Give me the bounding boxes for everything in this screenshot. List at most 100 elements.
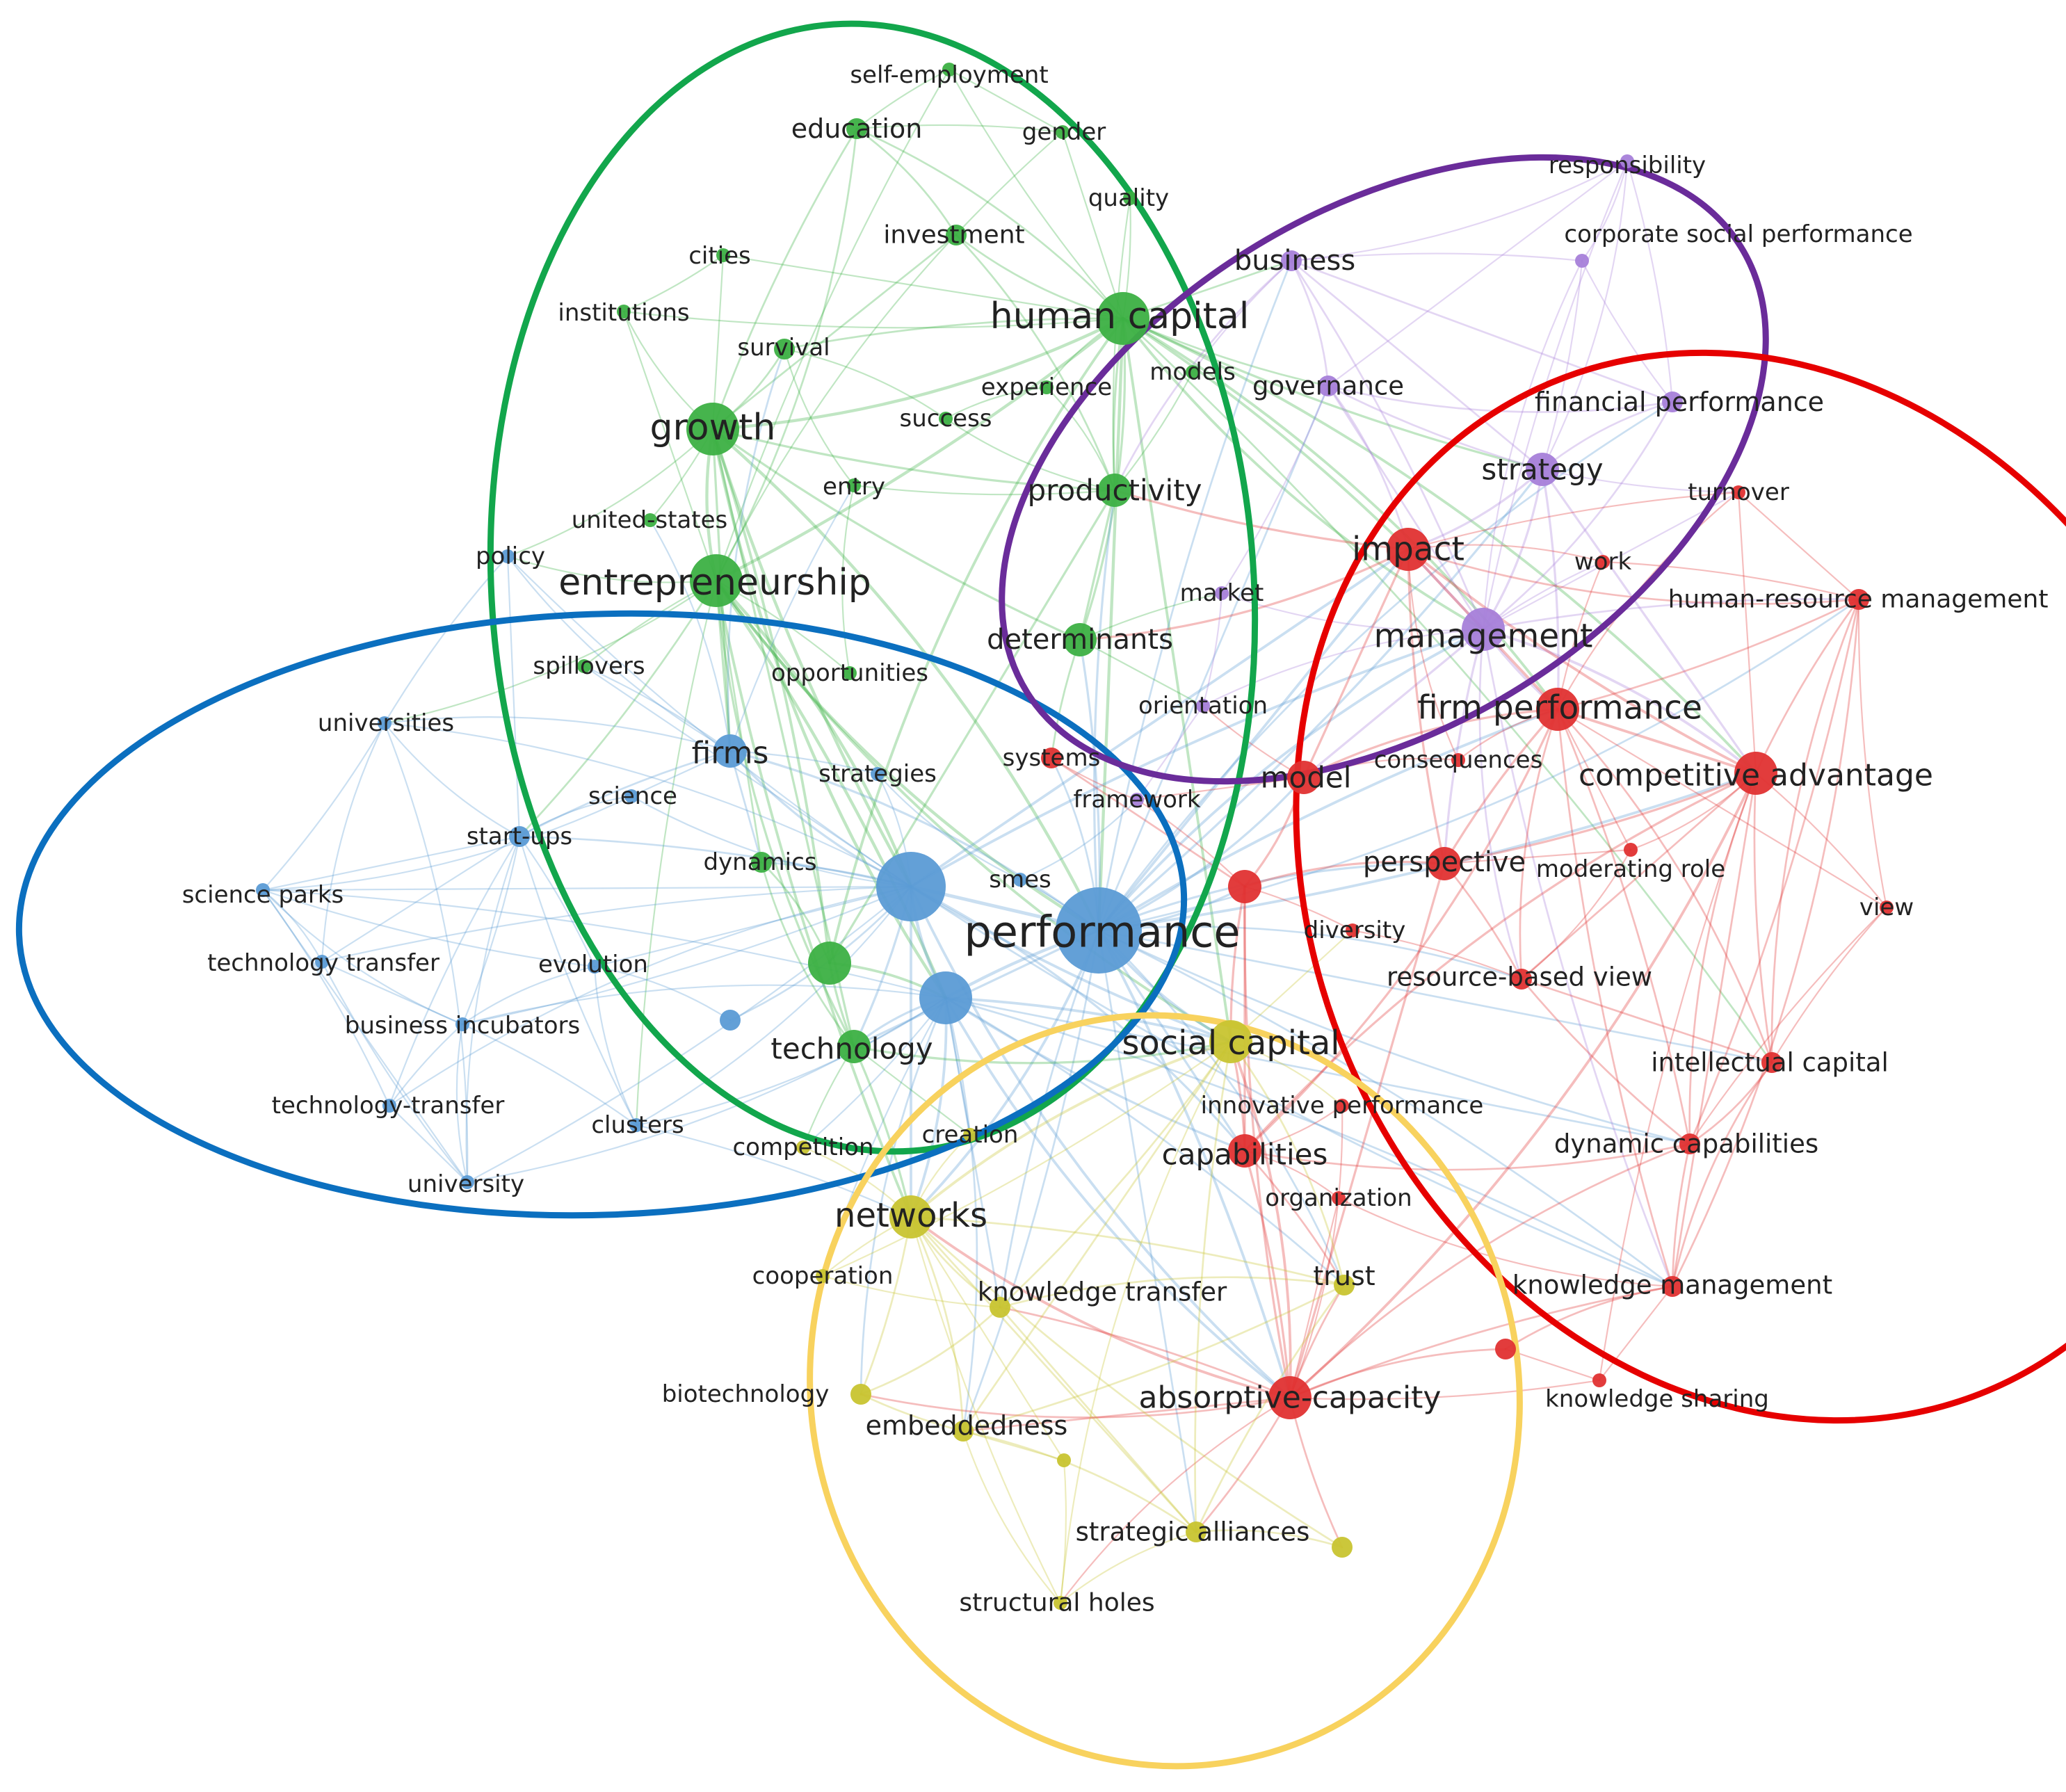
label-capabilities: capabilities [1162, 1138, 1328, 1172]
edge [506, 555, 521, 838]
edge [261, 889, 391, 1107]
edge [1097, 385, 1330, 932]
edge [860, 1393, 1291, 1419]
edge [1243, 708, 1559, 1152]
edge [1229, 1040, 1346, 1286]
edge [461, 984, 947, 1026]
edge [944, 386, 1048, 420]
label-survival: survival [737, 334, 830, 362]
node-intellectual-capital [1761, 1052, 1782, 1073]
edge [593, 965, 732, 1022]
node-quality [1123, 191, 1137, 205]
edge [1097, 929, 1674, 1288]
node-resource-based-view [1511, 969, 1532, 990]
node-clusters [629, 1118, 643, 1132]
label-perspective: perspective [1363, 846, 1526, 878]
edge [853, 1045, 912, 1218]
edge [461, 885, 912, 1026]
label-organization: organization [1265, 1184, 1412, 1212]
edge [1050, 757, 1246, 888]
edge [1443, 628, 1485, 865]
edge [1541, 259, 1583, 471]
node-knowledge-sharing [1592, 1373, 1606, 1387]
node-entry [847, 478, 861, 492]
edge [1079, 592, 1223, 641]
node-science-parks [256, 883, 270, 897]
edge [518, 795, 633, 838]
edge [383, 579, 718, 725]
node-policy [501, 549, 515, 563]
label-experience: experience [981, 373, 1112, 401]
edge [1598, 1285, 1674, 1382]
node-human-capital [1097, 292, 1149, 345]
edge [649, 519, 732, 752]
edge [1770, 598, 1860, 1064]
edge [1290, 160, 1629, 262]
label-human-resource-management: human-resource management [1668, 586, 2049, 614]
edge [715, 579, 855, 1048]
edge [1737, 491, 1860, 601]
edge [1243, 1143, 1691, 1171]
node-dynamics [751, 852, 772, 873]
node-strategies [871, 767, 885, 781]
label-spillovers: spillovers [533, 652, 645, 680]
node-yellow-small-1 [1057, 1453, 1071, 1467]
label-gender: gender [1022, 118, 1106, 146]
edge [828, 489, 1116, 964]
edge [1482, 628, 1757, 775]
edge [1202, 628, 1485, 707]
edge [1407, 491, 1740, 551]
edge [461, 965, 596, 1026]
label-cities: cities [688, 242, 751, 270]
node-competition [796, 1140, 810, 1154]
edge [518, 750, 732, 838]
node-growth [686, 403, 739, 455]
node-models [1186, 365, 1200, 379]
edge [1327, 160, 1629, 387]
label-determinants: determinants [987, 624, 1173, 656]
node-creation [963, 1128, 977, 1142]
label-models: models [1149, 358, 1236, 386]
edge [1556, 708, 1674, 1288]
edge [910, 1216, 1346, 1286]
edge [1688, 772, 1757, 1145]
edge [321, 960, 464, 1026]
label-quality: quality [1088, 184, 1169, 212]
edge [261, 889, 469, 1184]
label-business: business [1234, 245, 1355, 277]
edge [1290, 259, 1674, 403]
edge [944, 417, 1116, 492]
edge [1581, 160, 1629, 262]
label-networks: networks [834, 1196, 987, 1235]
node-survival [774, 339, 795, 360]
edge [711, 428, 1081, 641]
label-success: success [900, 405, 992, 433]
label-orientation: orientation [1138, 692, 1268, 720]
node-cities [716, 248, 730, 262]
edge [1097, 468, 1544, 932]
edge [1541, 468, 1757, 775]
edge [1541, 468, 1560, 711]
network-nodes [256, 63, 1894, 1610]
edge [1520, 772, 1757, 980]
node-absorptive-capacity [1268, 1376, 1312, 1419]
edge [1059, 1459, 1067, 1604]
edge [1113, 371, 1194, 492]
node-experience [1040, 380, 1054, 394]
edge [518, 835, 596, 968]
edge [1289, 1285, 1674, 1399]
edge [1061, 131, 1124, 320]
purple-cluster-ellipse [999, 154, 1769, 785]
node-organization [1332, 1191, 1346, 1205]
edge [853, 484, 1116, 496]
edge [1097, 316, 1125, 933]
edge [1194, 1040, 1232, 1533]
label-framework: framework [1073, 786, 1200, 814]
node-corporate-social-performance [1575, 254, 1589, 268]
edge [860, 996, 947, 1396]
label-competition: competition [732, 1133, 873, 1161]
edge [1556, 708, 1888, 909]
label-structural-holes: structural holes [959, 1589, 1154, 1617]
edge [1202, 592, 1223, 707]
edge [999, 1040, 1232, 1309]
